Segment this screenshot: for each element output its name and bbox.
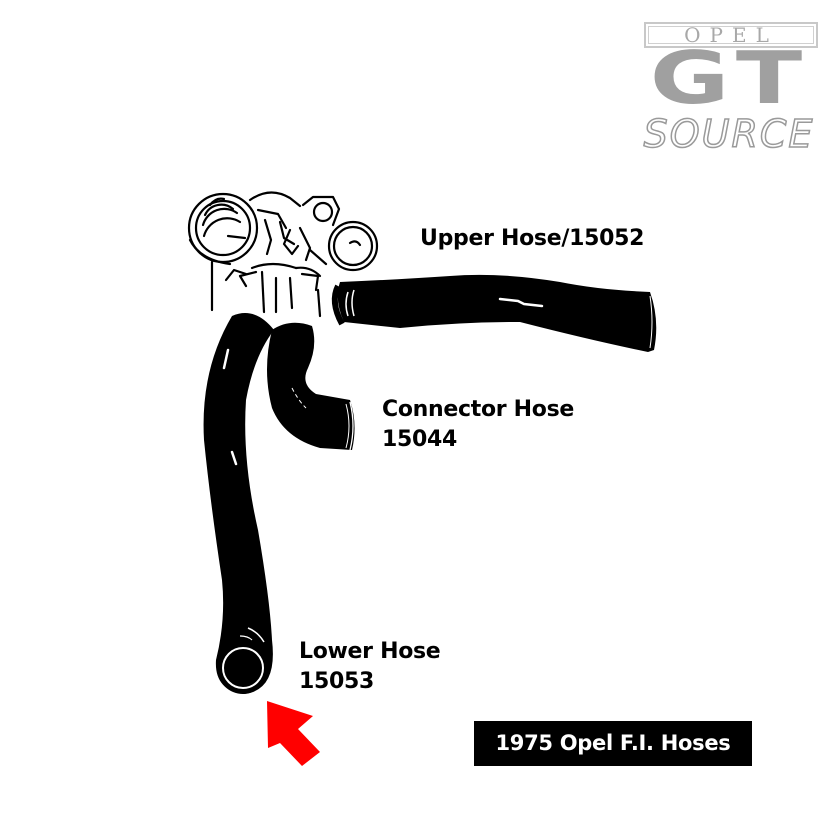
red-pointer-arrow (267, 701, 320, 766)
lower-hose[interactable] (203, 313, 274, 694)
thermostat-housing-drawing (187, 191, 379, 318)
diagram-caption: 1975 Opel F.I. Hoses (474, 721, 752, 766)
lower-hose-label: Lower Hose 15053 (299, 637, 441, 697)
upper-hose-label: Upper Hose/15052 (420, 224, 644, 254)
upper-hose-name: Upper Hose/15052 (420, 226, 645, 251)
connector-hose-label: Connector Hose 15044 (382, 395, 574, 455)
lower-hose-part-number: 15053 (299, 669, 375, 694)
logo-gt-text: GT (649, 36, 811, 120)
lower-hose-name: Lower Hose (299, 639, 441, 664)
connector-hose-name: Connector Hose (382, 397, 575, 422)
opel-gt-source-logo: OPEL GT SOURCE (634, 18, 824, 158)
connector-hose[interactable] (267, 322, 355, 451)
upper-hose[interactable] (331, 274, 657, 352)
connector-hose-part-number: 15044 (382, 427, 458, 452)
logo-opel-text: OPEL (644, 22, 818, 48)
logo-source-text: SOURCE (643, 112, 815, 156)
